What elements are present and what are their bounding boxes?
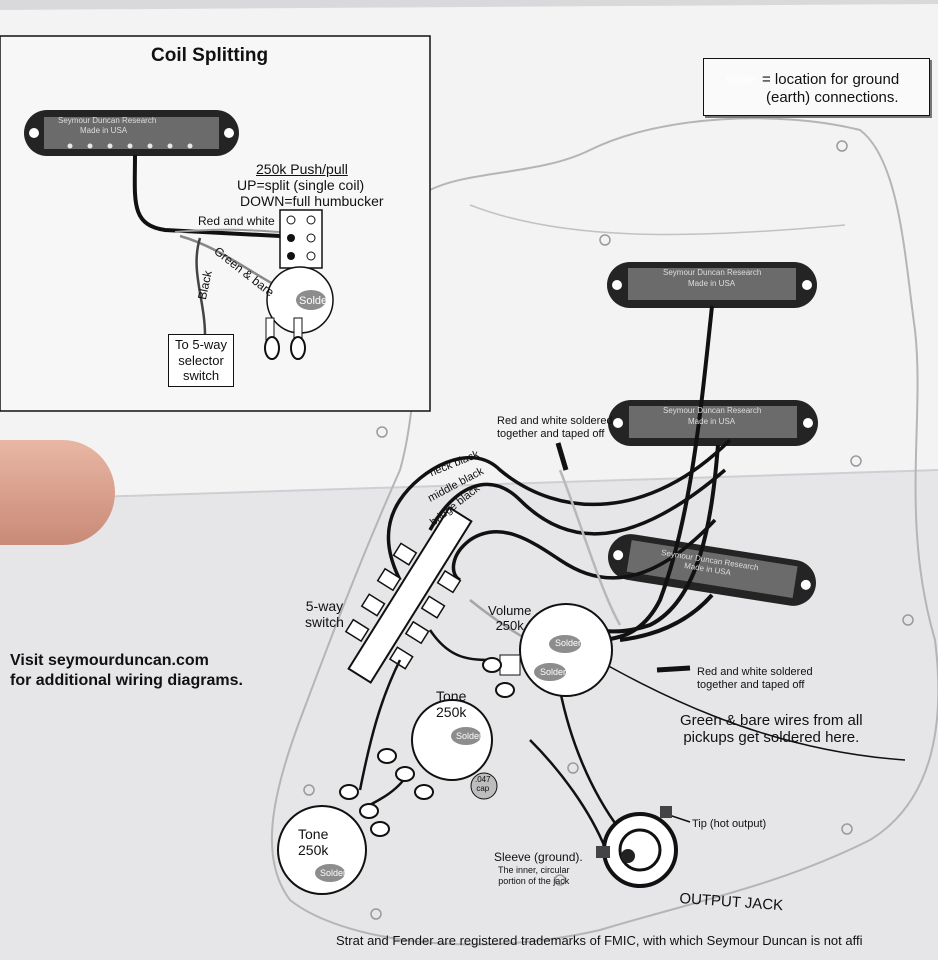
- output-jack: [596, 806, 678, 888]
- tip-label: Tip (hot output): [692, 818, 767, 830]
- paper-fold-line: [0, 469, 938, 501]
- bridge-black-wire: [451, 518, 717, 582]
- legend-box: [703, 58, 930, 116]
- bridge-lead: [619, 593, 714, 642]
- middle-black-wire: [428, 468, 727, 536]
- volume-to-jack-wire: [558, 689, 622, 831]
- neck-pickup: [607, 262, 817, 308]
- coil-split-title: Coil Splitting: [151, 45, 269, 66]
- neck-black-wire: [386, 438, 732, 581]
- legend-text-2: (earth) connections.: [766, 89, 899, 106]
- coil-pickup-brand: Seymour Duncan Research: [58, 116, 157, 125]
- selector-switch-box: To 5-way selector switch: [168, 334, 235, 387]
- volume-pot: [482, 603, 613, 698]
- neck-pickup-brand: Seymour Duncan Research: [663, 268, 762, 277]
- push-pull-up: UP=split (single coil): [237, 177, 365, 193]
- pickguard-outline: [270, 117, 938, 946]
- volume-solder-1: Solder: [555, 638, 582, 648]
- neck-pickup-made: Made in USA: [688, 279, 736, 288]
- push-pull-pot: [264, 209, 334, 360]
- bridge-pickup: [608, 534, 816, 606]
- white-wire: [558, 469, 622, 626]
- taped-red-white-bottom: [656, 665, 691, 673]
- finger: [0, 440, 115, 545]
- middle-pickup-brand: Seymour Duncan Research: [663, 406, 762, 415]
- screw-holes: [303, 140, 914, 920]
- tone-pot-1: [377, 699, 498, 800]
- five-way-switch: [344, 506, 473, 684]
- middle-pickup-made: Made in USA: [688, 417, 736, 426]
- coil-solder-label: Solder: [299, 295, 331, 307]
- tone-pot-2: [277, 784, 390, 895]
- switch-to-tone-wire: [358, 659, 402, 791]
- wire-label-red-white: Red and white: [198, 214, 275, 228]
- ground-to-jack-wire: [529, 739, 608, 851]
- push-pull-title: 250k Push/pull: [256, 161, 348, 177]
- red-white-bottom-2: together and taped off: [697, 679, 805, 691]
- middle-pickup: [608, 400, 818, 446]
- legend-solder-label: Solder: [725, 74, 757, 86]
- red-white-top-2: together and taped off: [497, 428, 605, 440]
- trademark-text: Strat and Fender are registered trademar…: [336, 933, 863, 948]
- pickguard-inner-line: [469, 204, 846, 236]
- push-pull-down: DOWN=full humbucker: [240, 193, 384, 209]
- legend-text-1: = location for ground: [762, 71, 900, 88]
- coil-wire-black-main: [132, 154, 281, 238]
- coil-pickup-made: Made in USA: [80, 126, 128, 135]
- volume-solder-2: Solder: [540, 667, 567, 677]
- red-white-bottom-1: Red and white soldered: [697, 666, 813, 678]
- taped-red-white-top: [555, 442, 569, 471]
- coil-split-pickup: [24, 110, 239, 156]
- tone1-solder: Solder: [456, 731, 483, 741]
- coil-wire-black-selector: [195, 237, 207, 336]
- sleeve-title: Sleeve (ground).: [494, 850, 583, 864]
- coil-wire-red-white: [174, 228, 281, 233]
- red-white-top-1: Red and white soldered: [497, 415, 613, 427]
- tone2-solder: Solder: [320, 868, 347, 878]
